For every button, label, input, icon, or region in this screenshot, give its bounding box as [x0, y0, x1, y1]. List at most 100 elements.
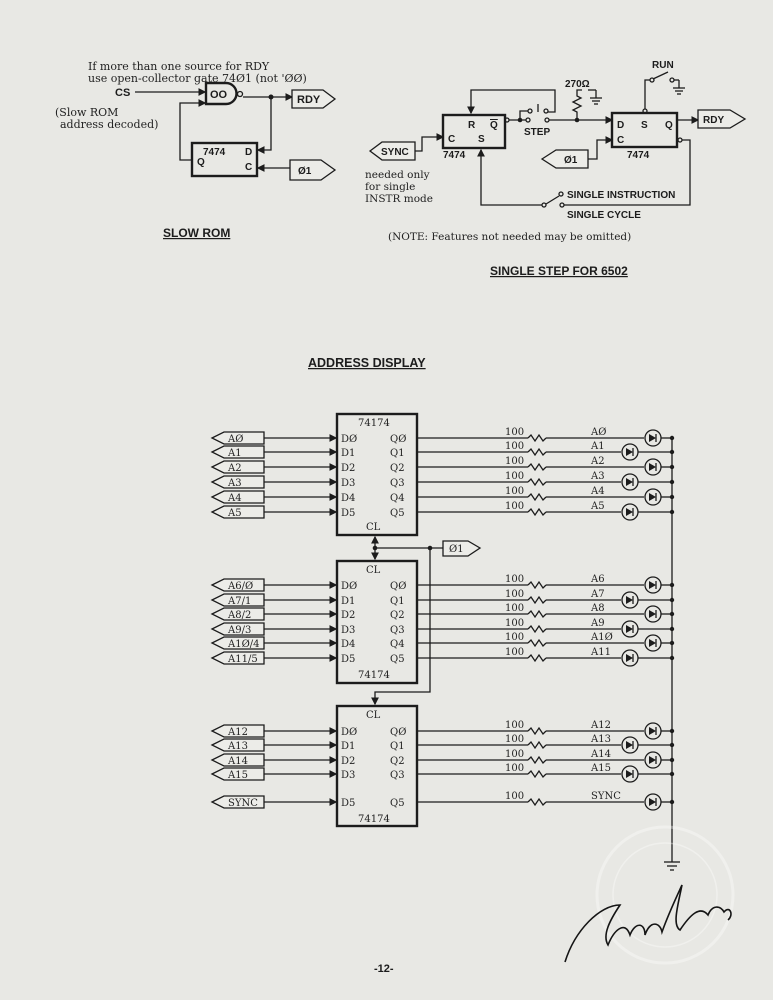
input-label: A13 — [227, 741, 248, 752]
resistor — [527, 653, 547, 663]
output-label: A4 — [590, 486, 605, 497]
ground-icon — [673, 79, 685, 95]
input-label: A9/3 — [227, 625, 251, 636]
resistor — [527, 638, 547, 648]
cs-label: CS — [115, 87, 130, 99]
chip-box — [335, 704, 419, 828]
pin-d: D — [245, 147, 252, 158]
resistor-value: 100 — [505, 632, 524, 643]
single-instruction-label: SINGLE INSTRUCTION — [567, 190, 675, 201]
chip-label: 7474 — [443, 150, 466, 161]
q-pin-label: Q4 — [390, 493, 405, 504]
q-pin-label: Q1 — [390, 596, 405, 607]
resistor-value: 100 — [505, 486, 524, 497]
rdy-connector — [697, 109, 747, 129]
led-icon — [644, 793, 662, 811]
d-pin-label: D4 — [341, 639, 355, 650]
pin-q: Q — [665, 120, 673, 131]
output-label: A1 — [590, 441, 605, 452]
input-label: A12 — [227, 727, 248, 738]
clock-pin-label: CL — [366, 710, 381, 721]
input-label: A15 — [227, 770, 248, 781]
resistor — [527, 462, 547, 472]
pin-qbar: Q — [490, 120, 498, 131]
led-icon — [644, 576, 662, 594]
led-icon — [644, 458, 662, 476]
resistor-value: 100 — [505, 749, 524, 760]
resistor — [527, 740, 547, 750]
run-switch — [649, 77, 655, 83]
led-icon — [621, 443, 639, 461]
d-pin-label: D4 — [341, 493, 355, 504]
pin-s: S — [478, 134, 485, 145]
single-step-title: SINGLE STEP FOR 6502 — [490, 264, 628, 278]
clock-pin-label: CL — [366, 522, 381, 533]
led-icon — [644, 429, 662, 447]
q-pin-label: Q3 — [390, 478, 405, 489]
q-pin-label: Q2 — [390, 756, 405, 767]
led-icon — [644, 722, 662, 740]
single-cycle-label: SINGLE CYCLE — [567, 210, 641, 221]
resistor-value: 100 — [505, 720, 524, 731]
resistor — [527, 507, 547, 517]
output-label: A7 — [590, 589, 605, 600]
output-label: A3 — [590, 471, 605, 482]
resistor — [527, 609, 547, 619]
clock-wiring: Ø1 — [371, 535, 482, 706]
resistor — [527, 624, 547, 634]
signature — [564, 884, 732, 963]
sync-label: SYNC — [381, 147, 409, 158]
clock-pin-label: CL — [366, 565, 381, 576]
d-pin-label: D2 — [341, 756, 355, 767]
d-pin-label: DØ — [341, 434, 357, 445]
d-pin-label: D1 — [341, 596, 355, 607]
sync-note-1: needed only — [365, 169, 430, 181]
chip-box — [335, 559, 419, 685]
q-pin-label: Q2 — [390, 610, 405, 621]
d-pin-label: D2 — [341, 463, 355, 474]
inverter-bubble — [236, 90, 244, 98]
q-pin-label: Q4 — [390, 639, 405, 650]
led-icon — [621, 765, 639, 783]
q-pin-label: Q2 — [390, 463, 405, 474]
d-pin-label: D3 — [341, 770, 355, 781]
page-number: -12- — [374, 963, 394, 975]
output-label: A5 — [590, 501, 605, 512]
mode-switch — [545, 195, 560, 205]
input-label: A11/5 — [227, 654, 258, 665]
slow-rom-title: SLOW ROM — [163, 226, 230, 240]
d-pin-label: D5 — [341, 654, 355, 665]
cs-note-2: address decoded) — [60, 118, 158, 131]
step-label: STEP — [524, 127, 550, 138]
resistor-value: 100 — [505, 734, 524, 745]
resistor — [527, 726, 547, 736]
input-label: A8/2 — [227, 610, 251, 621]
rdy-connector — [291, 89, 337, 109]
chip-label: 74174 — [358, 670, 390, 681]
ground-icon — [588, 89, 602, 105]
input-label: A7/1 — [227, 596, 251, 607]
chip-box — [335, 412, 419, 537]
resistor — [527, 755, 547, 765]
led-icon — [621, 736, 639, 754]
led-icon — [621, 591, 639, 609]
output-label: A12 — [590, 720, 611, 731]
output-label: SYNC — [591, 791, 621, 802]
pin-r: R — [468, 120, 476, 131]
led-icon — [621, 649, 639, 667]
chip-label: 74174 — [358, 814, 390, 825]
embossed-seal — [595, 825, 735, 965]
resistor-270 — [571, 89, 583, 120]
output-label: A9 — [590, 618, 605, 629]
resistor-value: 100 — [505, 441, 524, 452]
resistor-label: 270Ω — [565, 79, 590, 90]
q-pin-label: Q5 — [390, 508, 405, 519]
pin-d: D — [617, 120, 624, 131]
chip-label: 7474 — [627, 150, 650, 161]
led-icon — [621, 473, 639, 491]
resistor — [527, 769, 547, 779]
rdy-label: RDY — [297, 94, 321, 106]
resistor — [527, 433, 547, 443]
